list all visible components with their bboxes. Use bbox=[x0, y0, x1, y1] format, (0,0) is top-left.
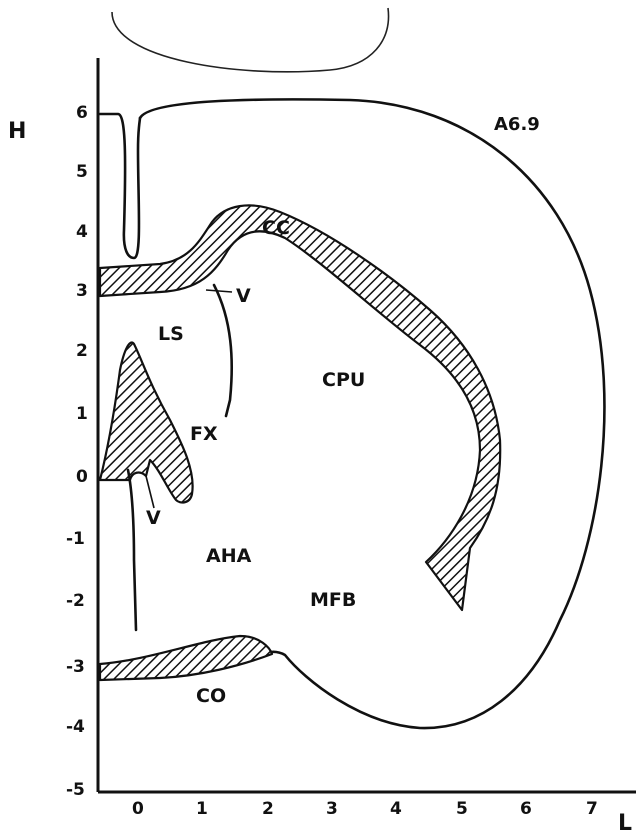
y-tick-label: 5 bbox=[76, 162, 88, 182]
fornix-line bbox=[214, 285, 232, 416]
y-tick-label: -1 bbox=[66, 529, 85, 549]
axes bbox=[98, 58, 636, 792]
v-lower-pointer bbox=[146, 476, 154, 508]
hemisphere-outline bbox=[140, 99, 604, 728]
y-tick-label: 6 bbox=[76, 103, 88, 123]
region-label-v-upper: V bbox=[236, 285, 251, 307]
v-upper-pointer bbox=[206, 290, 232, 292]
y-tick-label: 3 bbox=[76, 281, 88, 301]
commissure-band bbox=[100, 636, 272, 680]
region-label-aha: AHA bbox=[206, 545, 252, 567]
region-label-fx: FX bbox=[190, 423, 218, 445]
region-label-v-lower: V bbox=[146, 507, 161, 529]
x-tick-label: 3 bbox=[326, 799, 338, 819]
y-tick-label: 1 bbox=[76, 404, 88, 424]
y-tick-label: 0 bbox=[76, 467, 88, 487]
midline-upper-outline bbox=[100, 114, 140, 258]
x-tick-label: 2 bbox=[262, 799, 274, 819]
region-label-ls: LS bbox=[158, 323, 184, 345]
vertical-axis-name: H bbox=[8, 119, 26, 144]
y-tick-label: -4 bbox=[66, 717, 85, 737]
x-tick-labels: 0 1 2 3 4 5 6 7 bbox=[132, 799, 598, 819]
lower-ventricle-outline bbox=[128, 470, 136, 630]
y-tick-label: 2 bbox=[76, 341, 88, 361]
x-tick-label: 5 bbox=[456, 799, 468, 819]
top-arc-outline bbox=[112, 8, 389, 72]
x-tick-label: 0 bbox=[132, 799, 144, 819]
region-label-cpu: CPU bbox=[322, 369, 365, 391]
y-tick-label: -3 bbox=[66, 657, 85, 677]
x-tick-label: 4 bbox=[390, 799, 402, 819]
y-tick-labels: 6 5 4 3 2 1 0 -1 -2 -3 -4 -5 bbox=[66, 103, 88, 800]
x-tick-label: 7 bbox=[586, 799, 598, 819]
x-tick-label: 1 bbox=[196, 799, 208, 819]
x-tick-label: 6 bbox=[520, 799, 532, 819]
region-label-cc: CC bbox=[262, 217, 290, 239]
section-label: A6.9 bbox=[494, 114, 540, 135]
region-label-co: CO bbox=[196, 685, 226, 707]
y-tick-label: -2 bbox=[66, 591, 85, 611]
horizontal-axis-name: L bbox=[618, 811, 632, 835]
y-tick-label: 4 bbox=[76, 222, 88, 242]
region-label-mfb: MFB bbox=[310, 589, 356, 611]
y-tick-label: -5 bbox=[66, 780, 85, 800]
